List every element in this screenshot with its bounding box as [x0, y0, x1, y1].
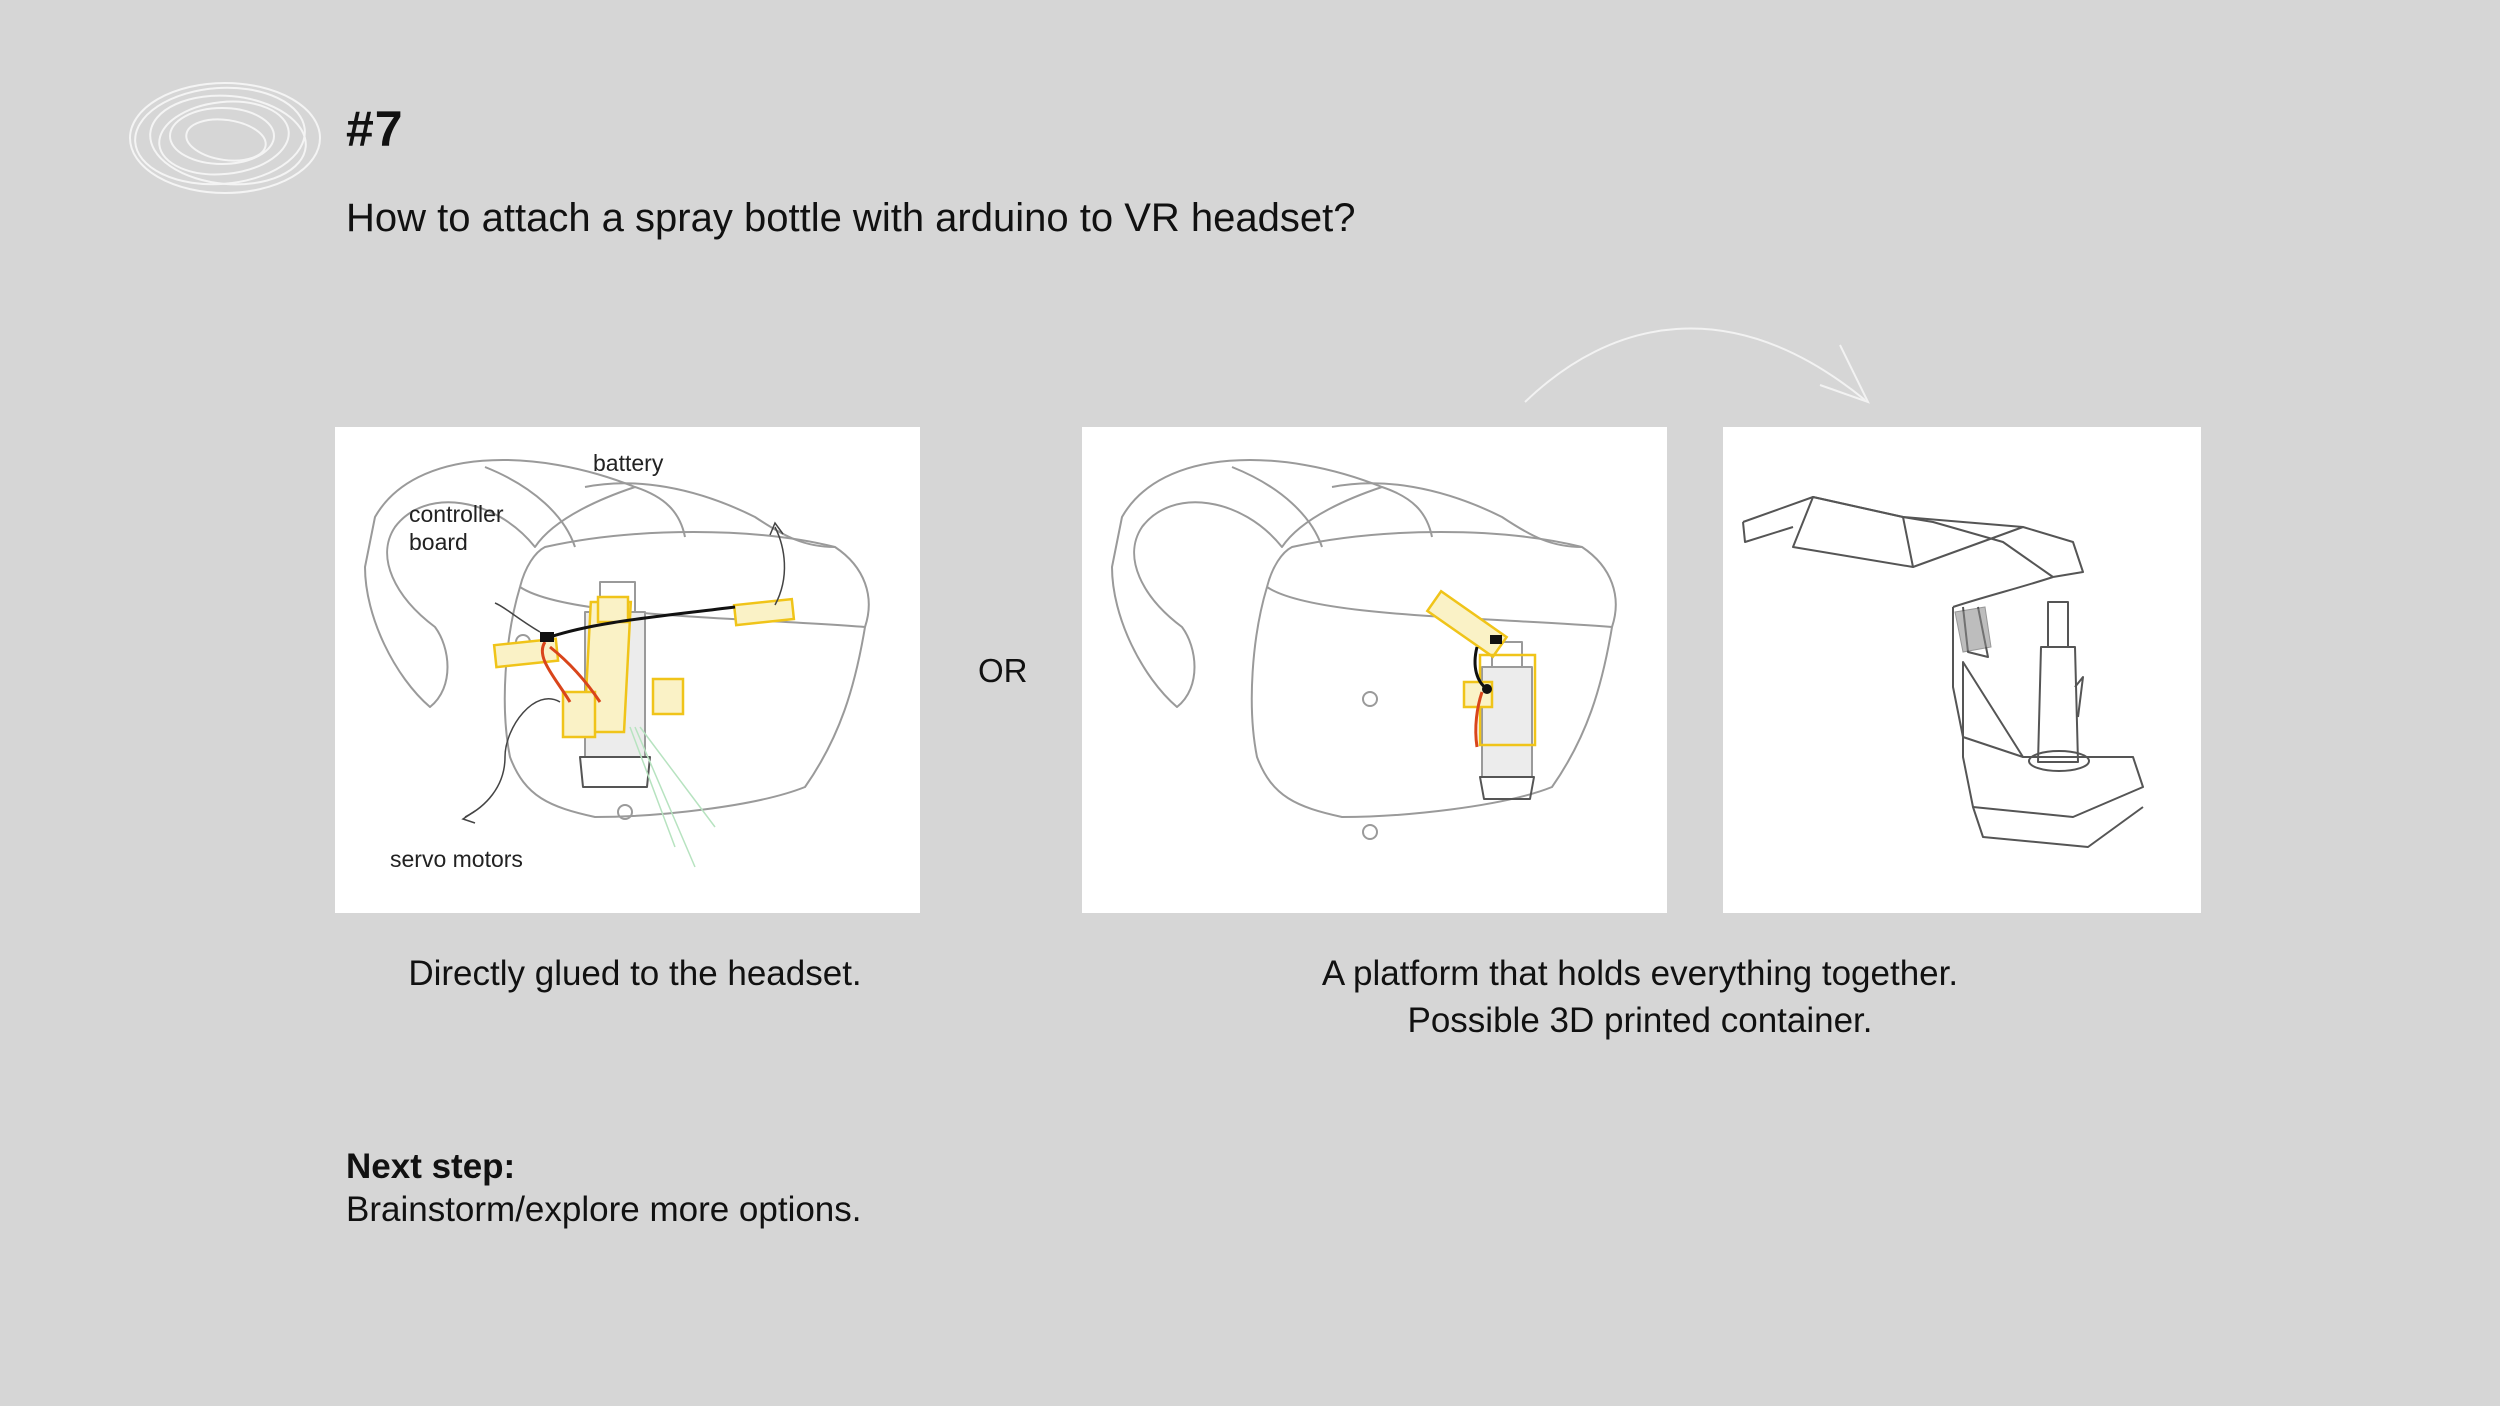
- sketch-container: [1723, 427, 2201, 913]
- next-step-text: Brainstorm/explore more options.: [346, 1190, 862, 1229]
- headset-sketch-1: battery controller board servo motors: [364, 450, 870, 872]
- sketch-direct-glue: battery controller board servo motors: [335, 427, 920, 913]
- headset-sketch-2: [1111, 459, 1617, 840]
- battery-component: [732, 597, 796, 627]
- scribble-decoration: [120, 70, 330, 205]
- container-sketch: [1742, 496, 2144, 848]
- sketch-platform: [1082, 427, 1667, 913]
- label-battery: battery: [593, 450, 664, 476]
- platform-arm: [1425, 589, 1509, 659]
- next-step-label: Next step:: [346, 1147, 516, 1186]
- servo-motor-right: [651, 677, 685, 716]
- transition-arrow: [1500, 300, 1900, 420]
- slide-number: #7: [346, 101, 404, 157]
- controller-board-component: [492, 637, 560, 669]
- or-divider: OR: [978, 652, 1028, 689]
- caption-platform-line1: A platform that holds everything togethe…: [1321, 954, 1959, 993]
- caption-direct-glue: Directly glued to the headset.: [408, 954, 862, 993]
- label-board: board: [409, 529, 468, 555]
- label-servo-motors: servo motors: [390, 846, 523, 872]
- caption-platform: A platform that holds everything togethe…: [1240, 950, 2040, 1044]
- label-controller: controller: [409, 501, 504, 527]
- caption-platform-line2: Possible 3D printed container.: [1407, 1001, 1873, 1040]
- slide-question: How to attach a spray bottle with arduin…: [346, 196, 1356, 240]
